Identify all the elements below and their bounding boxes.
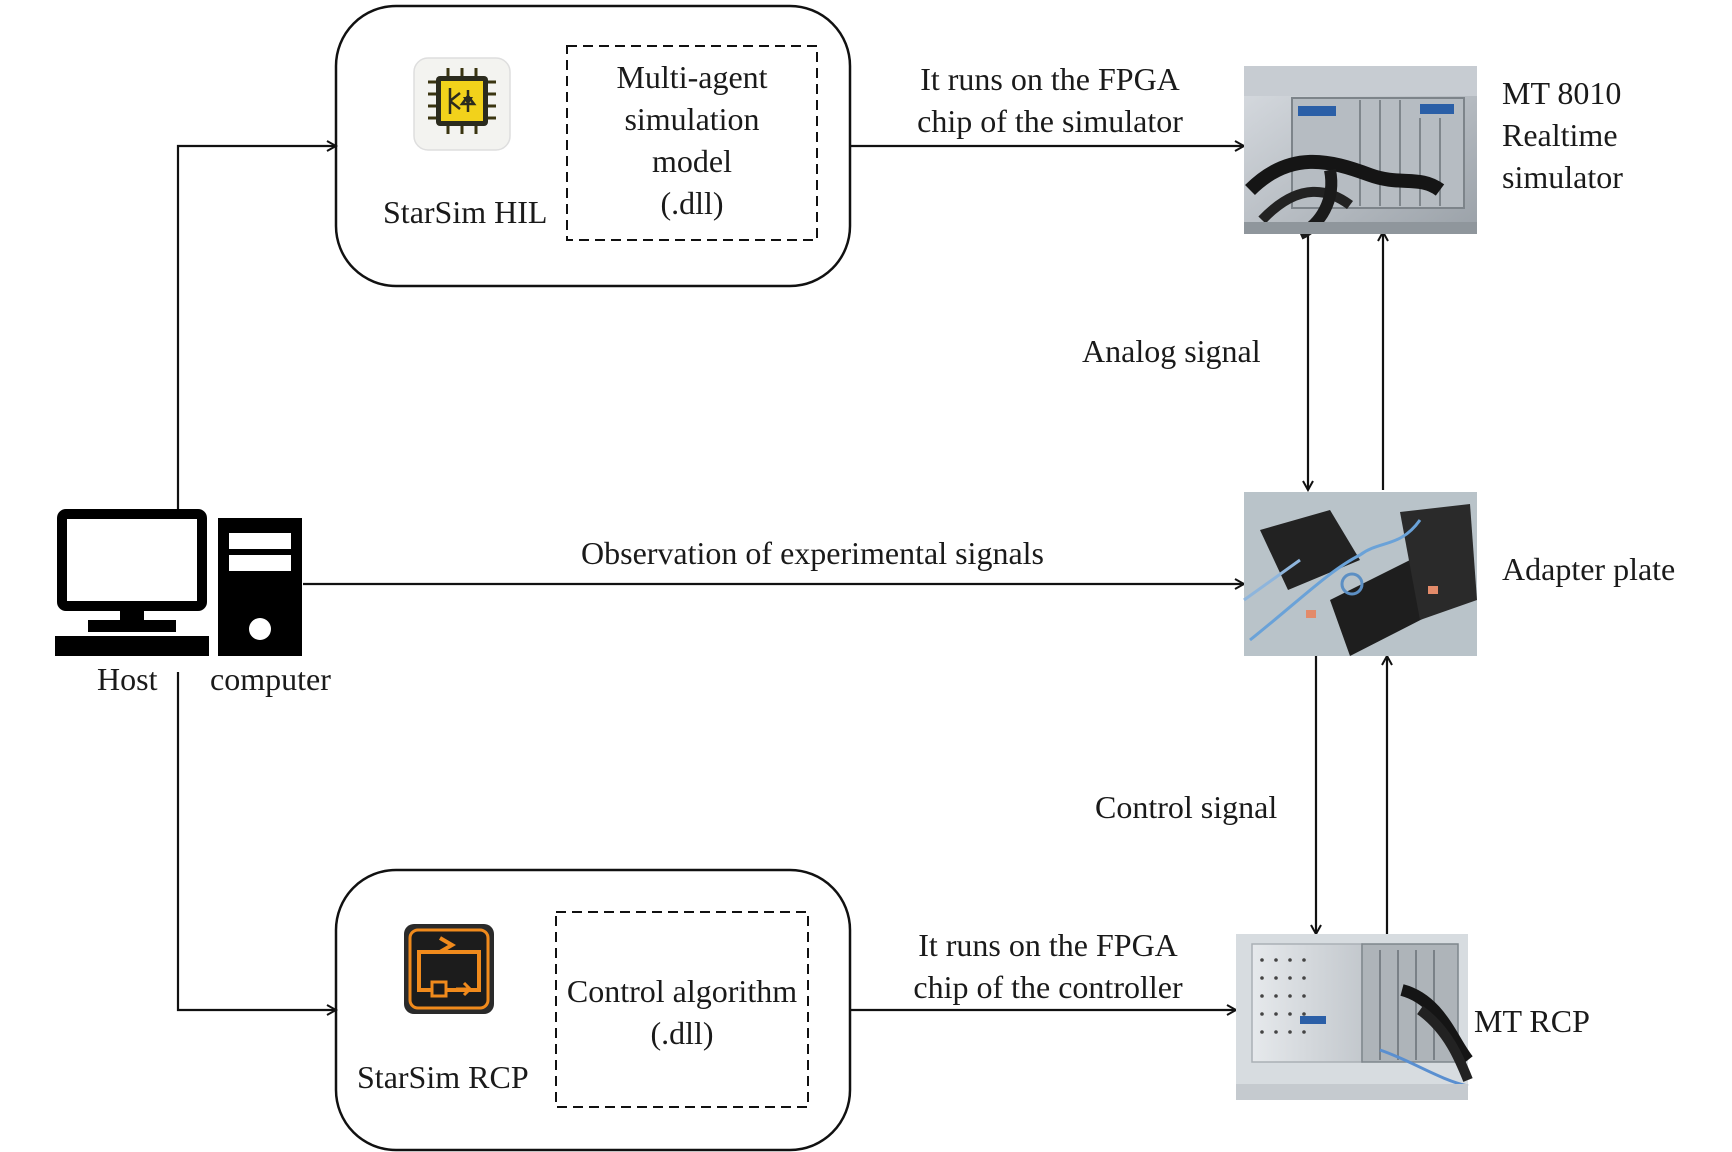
- adapter-plate-photo: [1243, 492, 1477, 656]
- adapter-plate-label: Adapter plate: [1502, 551, 1676, 587]
- starsim-rcp-label: StarSim RCP: [357, 1059, 529, 1095]
- rcp-algorithm-line-1: Control algorithm: [566, 973, 798, 1009]
- rcp-photo: [1236, 934, 1473, 1100]
- starsim-hil-icon: [413, 57, 511, 151]
- simulator-label-line-3: simulator: [1502, 159, 1623, 195]
- computer-label: computer: [210, 661, 331, 697]
- hil-model-line-4: (.dll): [660, 185, 724, 221]
- mt-rcp-label: MT RCP: [1474, 1003, 1590, 1039]
- hil-model-line-3: model: [652, 143, 732, 179]
- hil-edge-label-line-1: It runs on the FPGA: [920, 61, 1180, 97]
- starsim-rcp-icon: [404, 924, 494, 1014]
- simulator-photo: [1244, 66, 1477, 240]
- hil-edge-label-line-2: chip of the simulator: [917, 103, 1183, 139]
- analog-signal-label: Analog signal: [1082, 333, 1261, 369]
- starsim-hil-label: StarSim HIL: [383, 194, 548, 230]
- hil-model-line-2: simulation: [624, 101, 760, 137]
- simulator-label-line-2: Realtime: [1502, 117, 1618, 153]
- rcp-edge-label-line-2: chip of the controller: [913, 969, 1183, 1005]
- simulator-label-line-1: MT 8010: [1502, 75, 1622, 111]
- host-label: Host: [97, 661, 158, 697]
- host-to-rcp-arrow: [176, 672, 336, 1010]
- host-to-hil-arrow: [176, 146, 336, 510]
- host-computer-icon: [55, 509, 302, 656]
- rcp-edge-label-line-1: It runs on the FPGA: [918, 927, 1178, 963]
- observation-edge-label: Observation of experimental signals: [581, 535, 1044, 571]
- hil-model-line-1: Multi-agent: [616, 59, 768, 95]
- hil-model-dashed-box: [566, 45, 818, 241]
- control-signal-label: Control signal: [1095, 789, 1278, 825]
- rcp-algorithm-line-2: (.dll): [650, 1015, 714, 1051]
